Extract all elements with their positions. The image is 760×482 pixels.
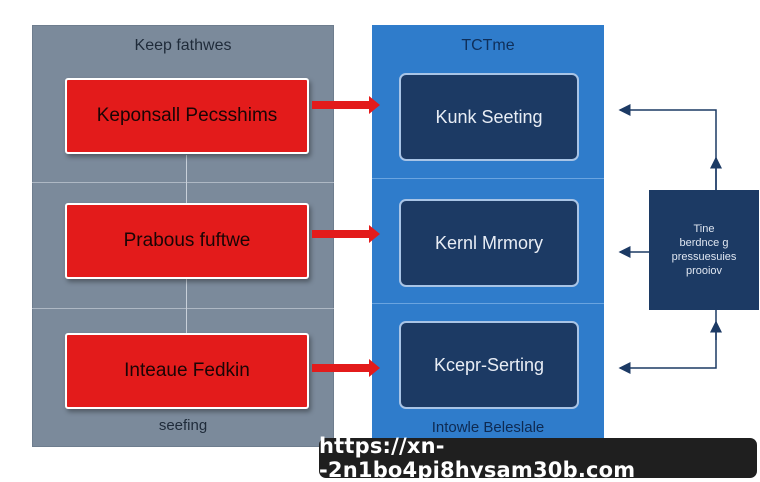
- divider-right-1: [372, 178, 604, 179]
- divider-left-1: [32, 182, 334, 183]
- arrow-right-3: [312, 359, 380, 377]
- connector-bottom: [618, 310, 717, 374]
- navy-box-3-label: Kcepr-Serting: [433, 354, 545, 375]
- side-box: Tine berdnce g pressuesuies prooiov: [649, 190, 759, 310]
- arrow-right-2: [312, 225, 380, 243]
- red-box-3-label: Inteaue Fedkin: [124, 360, 250, 381]
- connector-left-1: [186, 155, 187, 205]
- right-panel-footer: Intowle Beleslale: [431, 419, 545, 436]
- connector-left-2: [186, 272, 187, 334]
- left-panel-footer: seefing: [158, 417, 208, 434]
- arrow-right-1: [312, 96, 380, 114]
- red-box-1: Keponsall Pecsshims: [65, 78, 309, 154]
- divider-left-2: [32, 308, 334, 309]
- side-box-line-1: Tine: [693, 223, 715, 235]
- side-box-line-3: pressuesuies: [671, 251, 737, 263]
- divider-right-2: [372, 303, 604, 304]
- right-panel-title: TCTme: [461, 37, 515, 54]
- left-panel-title: Keep fathwes: [134, 37, 232, 54]
- navy-box-3: Kcepr-Serting: [399, 321, 579, 409]
- red-box-3: Inteaue Fedkin: [65, 333, 309, 409]
- navy-box-2: Kernl Mrmory: [399, 199, 579, 287]
- side-box-line-4: prooiov: [685, 265, 723, 277]
- side-box-line-2: berdnce g: [679, 237, 729, 249]
- red-box-2-label: Prabous fuftwe: [123, 230, 251, 251]
- red-box-1-label: Keponsall Pecsshims: [96, 105, 278, 126]
- connector-top: [618, 104, 717, 190]
- red-box-2: Prabous fuftwe: [65, 203, 309, 279]
- navy-box-1: Kunk Seeting: [399, 73, 579, 161]
- navy-box-2-label: Kernl Mrmory: [434, 232, 543, 253]
- url-banner: https://xn--2n1bo4pj8hysam30b.com: [319, 434, 757, 482]
- navy-box-1-label: Kunk Seeting: [435, 106, 543, 127]
